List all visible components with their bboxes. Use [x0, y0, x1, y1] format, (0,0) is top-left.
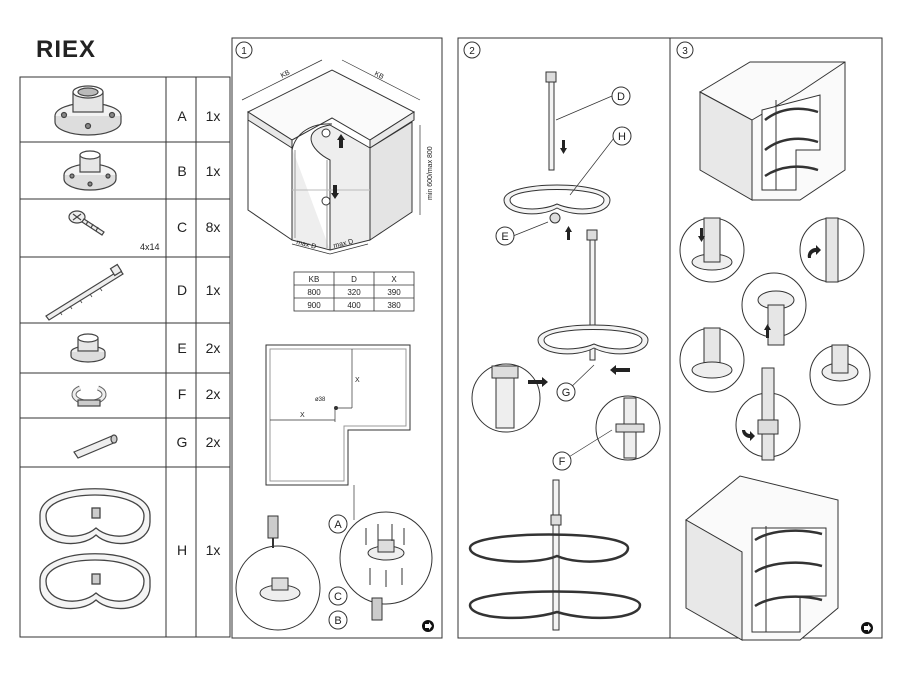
step-2-assembly-drawing [468, 71, 661, 631]
step-2-arrows [528, 140, 630, 387]
part-c-code: C [177, 219, 187, 235]
part-h-code: H [177, 542, 187, 558]
step-1-table-cell: 320 [347, 288, 361, 297]
part-e-collar-drawing [70, 333, 106, 363]
step-3-cabinet-bottom-drawing [685, 475, 839, 641]
step-1-plan-x-vertical: X [355, 377, 360, 384]
svg-text:E: E [501, 231, 508, 243]
step-1-cabinet-drawing [246, 69, 416, 251]
svg-text:D: D [617, 91, 625, 103]
svg-text:G: G [562, 387, 571, 399]
step-1-dim-kb-left: KB [280, 69, 292, 80]
svg-text:2: 2 [469, 46, 475, 57]
part-g-qty: 2x [206, 434, 221, 450]
part-b-qty: 1x [206, 163, 221, 179]
step-1-dim-kb-right: KB [373, 71, 385, 82]
step-1-size-table [293, 271, 415, 312]
step-1-hole-marker [334, 406, 338, 410]
brand-logo: RIEX [36, 36, 96, 64]
step-1-dim-d-right: max D [333, 238, 354, 250]
step-3-arrows [698, 228, 821, 441]
part-c-screw-drawing [68, 210, 105, 236]
part-a-qty: 1x [206, 108, 221, 124]
part-c-qty: 8x [206, 219, 221, 235]
step-1-cabinet-arrows [321, 128, 345, 206]
part-d-qty: 1x [206, 282, 221, 298]
part-e-code: E [177, 340, 186, 356]
step-1-dim-height: min 600/max 800 [427, 146, 434, 200]
step-1-badge: 1 [235, 41, 253, 59]
step-1-plan-view [265, 344, 411, 520]
svg-text:3: 3 [682, 46, 688, 57]
step-1-table-cell: 900 [307, 301, 321, 310]
step-1-panel [231, 37, 443, 639]
step-1-table-header-kb: KB [309, 275, 320, 284]
step-2-callout-d: D [611, 86, 631, 106]
svg-text:H: H [618, 131, 626, 143]
step-1-hole-diameter: ø38 [315, 397, 326, 403]
part-a-code: A [177, 108, 187, 124]
step-2-callout-e: E [495, 226, 515, 246]
parts-table [19, 76, 231, 638]
part-f-clip-drawing [71, 385, 107, 407]
step-1-table-cell: 380 [387, 301, 401, 310]
step-1-callout-b: B [328, 610, 348, 630]
step-2-callout-g: G [556, 382, 576, 402]
svg-text:F: F [559, 456, 566, 468]
step-3-cabinet-top-drawing [698, 61, 846, 201]
next-page-icon [422, 620, 434, 632]
part-f-code: F [178, 386, 187, 402]
part-f-qty: 2x [206, 386, 221, 402]
svg-text:C: C [334, 591, 342, 603]
step-1-table-cell: 800 [307, 288, 321, 297]
step-1-plan-x-horizontal: X [300, 412, 305, 419]
step-1-table-header-d: D [351, 275, 357, 284]
part-e-qty: 2x [206, 340, 221, 356]
step-1-dimension-lines [241, 59, 421, 255]
part-g-code: G [177, 434, 188, 450]
step-1-mounting-detail [235, 511, 433, 631]
step-1-table-cell: 390 [387, 288, 401, 297]
step-1-callout-c: C [328, 586, 348, 606]
part-b-flange-drawing [63, 150, 117, 191]
part-d-pole-drawing [45, 263, 124, 321]
part-a-flange-drawing [54, 85, 122, 136]
part-d-code: D [177, 282, 187, 298]
part-h-qty: 1x [206, 542, 221, 558]
part-g-pin-drawing [73, 434, 118, 459]
part-b-code: B [177, 163, 186, 179]
brand-logo-text: RIEX [36, 36, 97, 63]
step-2-leader-lines [512, 95, 615, 461]
step-2-badge: 2 [463, 41, 481, 59]
part-h-shelves-drawing [39, 488, 151, 610]
step-3-mounting-details [679, 217, 871, 461]
next-page-icon [861, 622, 873, 634]
step-3-badge: 3 [676, 41, 694, 59]
step-1-dim-d-left: max D [296, 239, 317, 251]
svg-text:B: B [334, 615, 341, 627]
step-1-table-header-x: X [391, 275, 397, 284]
step-2-callout-h: H [612, 126, 632, 146]
step-1-callout-a: A [328, 514, 348, 534]
step-1-table-cell: 400 [347, 301, 361, 310]
svg-text:1: 1 [241, 46, 247, 57]
svg-text:A: A [334, 519, 342, 531]
part-c-size-note: 4x14 [140, 242, 160, 252]
step-2-callout-f: F [552, 451, 572, 471]
